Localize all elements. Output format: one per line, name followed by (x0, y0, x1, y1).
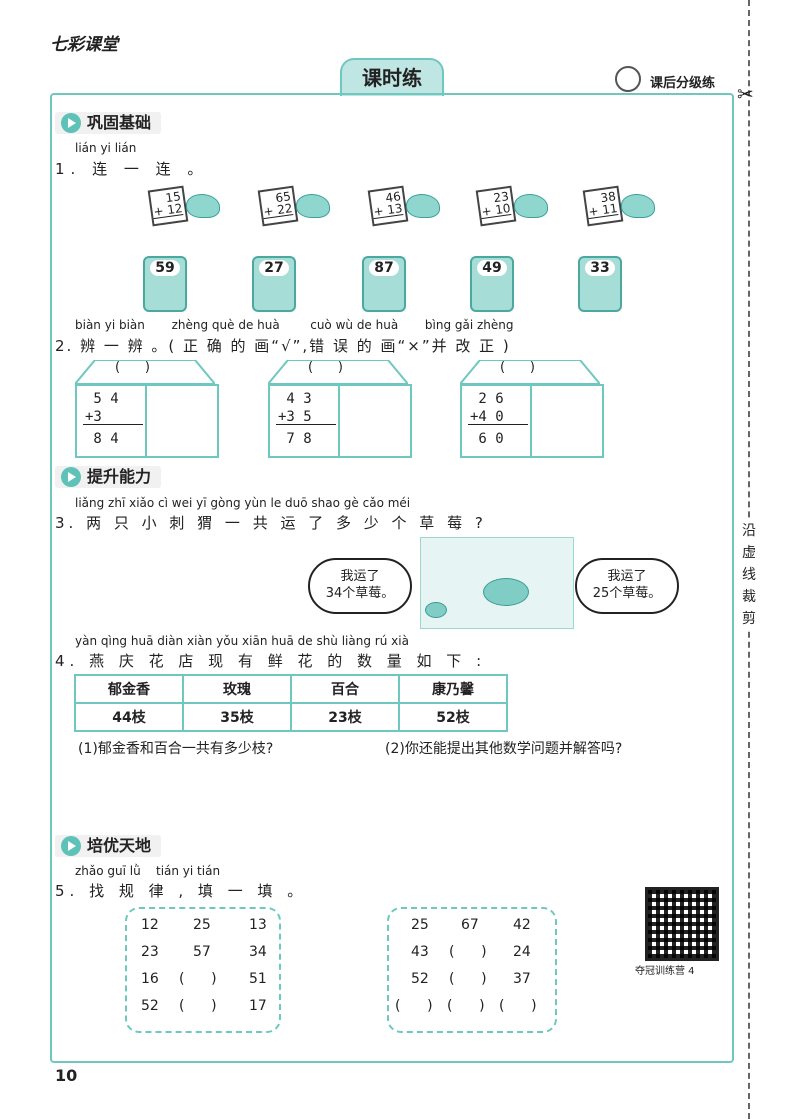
play-icon (61, 113, 81, 133)
section-advanced: 培优天地 (55, 835, 162, 857)
grid-cell: 37 (513, 971, 531, 987)
section-improve: 提升能力 (55, 466, 162, 488)
q2-house-3: ( ) 2 6+4 0 6 0 (460, 360, 604, 458)
flower-table: 郁金香 玫瑰 百合 康乃馨 44枝 35枝 23枝 52枝 (74, 674, 508, 732)
answer-paren[interactable]: ( ) (308, 360, 343, 375)
table-cell: 35枝 (182, 702, 292, 732)
table-cell: 52枝 (398, 702, 508, 732)
q1-pinyin: lián yi lián (75, 141, 137, 155)
table-cell: 23枝 (290, 702, 400, 732)
play-icon (61, 836, 81, 856)
bird-icon (186, 194, 220, 218)
grid-cell: 52 (411, 971, 429, 987)
bird-icon (621, 194, 655, 218)
q2-text: 2. 辨 一 辨 。( 正 确 的 画“√”,错 误 的 画“×”并 改 正 ) (55, 337, 511, 355)
grid-cell: 25 (193, 917, 211, 933)
table-cell: 郁金香 (74, 674, 184, 704)
grid-cell: 17 (249, 998, 267, 1014)
section-title: 培优天地 (87, 836, 152, 855)
pattern-grid-2: 25 67 42 43 ( ) 24 52 ( ) 37 ( ) ( ) ( ) (387, 907, 557, 1033)
q1-card-1[interactable]: 15+ 12 (147, 185, 220, 227)
section-basic: 巩固基础 (55, 112, 162, 134)
blank-cell[interactable]: ( ) (447, 998, 485, 1014)
blank-cell[interactable]: ( ) (449, 971, 487, 987)
blank-cell[interactable]: ( ) (499, 998, 537, 1014)
section-title: 巩固基础 (87, 113, 152, 132)
grid-cell: 13 (249, 917, 267, 933)
section-title: 提升能力 (87, 467, 152, 486)
table-cell: 百合 (290, 674, 400, 704)
q1-card-4[interactable]: 23+ 10 (475, 185, 548, 227)
grid-cell: 16 (141, 971, 159, 987)
speech-bubble-right: 我运了 25个草莓。 (575, 558, 679, 614)
q1-box-3[interactable]: 87 (362, 256, 406, 312)
grid-cell: 67 (461, 917, 479, 933)
cut-instruction: 沿虚线裁剪 (736, 520, 762, 630)
qr-code-icon[interactable] (645, 887, 719, 961)
clock-icon (615, 66, 641, 92)
q2-house-1: ( ) 5 4+3 8 4 (75, 360, 219, 458)
q4-text: 4. 燕 庆 花 店 现 有 鲜 花 的 数 量 如 下 : (55, 652, 487, 670)
q5-text: 5. 找 规 律 , 填 一 填 。 (55, 882, 308, 900)
q1-box-2[interactable]: 27 (252, 256, 296, 312)
q3-text: 3. 两 只 小 刺 猬 一 共 运 了 多 少 个 草 莓 ? (55, 514, 487, 532)
house-roof (460, 360, 600, 384)
q2-house-2: ( ) 4 3+3 5 7 8 (268, 360, 412, 458)
strawberry-icon (425, 602, 447, 618)
q4-sub1: (1)郁金香和百合一共有多少枝? (78, 741, 274, 757)
scissors-icon: ✂ (737, 82, 754, 106)
q4-pinyin: yàn qìng huā diàn xiàn yǒu xiān huā de s… (75, 634, 409, 648)
grid-cell: 42 (513, 917, 531, 933)
q5-pinyin: zhǎo guī lǜ tián yi tián (75, 864, 221, 878)
page-number: 10 (55, 1066, 78, 1085)
answer-paren[interactable]: ( ) (500, 360, 535, 375)
blank-cell[interactable]: ( ) (179, 998, 217, 1014)
q1-card-3[interactable]: 46+ 13 (367, 185, 440, 227)
brand-logo: 七彩课堂 (50, 35, 118, 55)
table-header-row: 郁金香 玫瑰 百合 康乃馨 (74, 674, 508, 704)
hedgehog-illustration (420, 537, 574, 629)
q1-box-5[interactable]: 33 (578, 256, 622, 312)
grid-cell: 43 (411, 944, 429, 960)
grid-cell: 25 (411, 917, 429, 933)
blank-cell[interactable]: ( ) (449, 944, 487, 960)
pattern-grid-1: 12 25 13 23 57 34 16 ( ) 51 52 ( ) 17 (125, 907, 281, 1033)
content-frame (50, 93, 734, 1063)
grid-cell: 51 (249, 971, 267, 987)
grid-cell: 12 (141, 917, 159, 933)
table-row: 44枝 35枝 23枝 52枝 (74, 702, 508, 732)
bird-icon (514, 194, 548, 218)
level-tag: 课后分级练 (650, 76, 716, 91)
table-cell: 44枝 (74, 702, 184, 732)
page-title: 课时练 (340, 58, 444, 96)
grid-cell: 57 (193, 944, 211, 960)
grid-cell: 34 (249, 944, 267, 960)
grid-cell: 52 (141, 998, 159, 1014)
table-cell: 玫瑰 (182, 674, 292, 704)
bird-icon (296, 194, 330, 218)
table-cell: 康乃馨 (398, 674, 508, 704)
house-roof (268, 360, 408, 384)
play-icon (61, 467, 81, 487)
bird-icon (406, 194, 440, 218)
q3-pinyin: liǎng zhī xiǎo cì wei yī gòng yùn le duō… (75, 496, 411, 510)
q1-box-4[interactable]: 49 (470, 256, 514, 312)
q1-card-5[interactable]: 38+ 11 (582, 185, 655, 227)
q1-card-2[interactable]: 65+ 22 (257, 185, 330, 227)
grid-cell: 24 (513, 944, 531, 960)
blank-cell[interactable]: ( ) (179, 971, 217, 987)
speech-bubble-left: 我运了 34个草莓。 (308, 558, 412, 614)
house-roof (75, 360, 215, 384)
blank-cell[interactable]: ( ) (395, 998, 433, 1014)
grid-cell: 23 (141, 944, 159, 960)
qr-caption: 夺冠训练营 4 (635, 966, 695, 977)
q1-text: 1. 连 一 连 。 (55, 160, 209, 178)
q4-sub2: (2)你还能提出其他数学问题并解答吗? (385, 741, 623, 757)
hedgehog-icon (483, 578, 529, 606)
answer-paren[interactable]: ( ) (115, 360, 150, 375)
q2-pinyin: biàn yi biàn zhèng què de huà cuò wù de … (75, 318, 514, 332)
q1-box-1[interactable]: 59 (143, 256, 187, 312)
